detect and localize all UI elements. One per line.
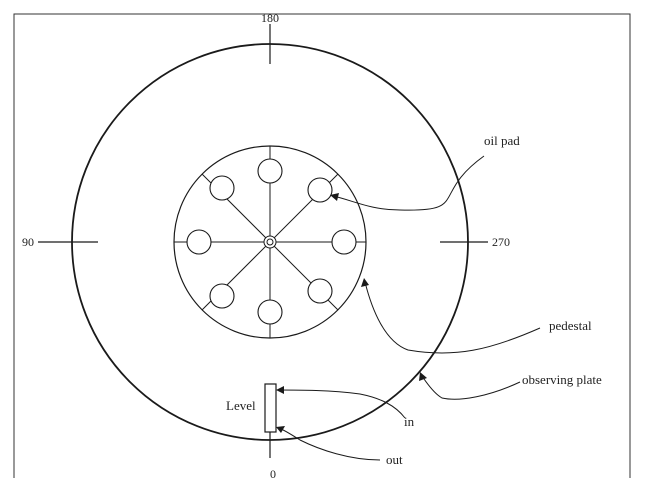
- oil-pad: [257, 158, 283, 184]
- angle-label-left: 90: [22, 235, 34, 249]
- label-out: out: [386, 452, 403, 467]
- frame-border: [13, 13, 631, 478]
- arrowhead-oil-pad: [330, 193, 339, 201]
- label-pedestal: pedestal: [549, 318, 592, 333]
- oil-pad: [307, 278, 333, 304]
- oil-pad: [307, 177, 333, 203]
- leader-oil-pad: [332, 155, 485, 211]
- arrowhead-out: [276, 426, 285, 433]
- level-gauge: [264, 383, 277, 433]
- oil-pad: [186, 229, 212, 255]
- arrowhead-in: [276, 386, 284, 394]
- oil-pad: [331, 229, 357, 255]
- arrowhead-pedestal: [361, 278, 369, 287]
- oil-pads: [186, 158, 357, 325]
- label-level: Level: [226, 398, 256, 413]
- label-oil-pad: oil pad: [484, 133, 520, 148]
- angle-label-bottom: 0: [270, 467, 276, 481]
- leader-lines: [277, 155, 541, 461]
- angle-label-right: 270: [492, 235, 510, 249]
- center-hub-inner: [266, 238, 274, 246]
- label-in: in: [404, 414, 415, 429]
- oil-pad: [209, 283, 235, 309]
- label-observing-plate: observing plate: [522, 372, 602, 387]
- center-hub-outer: [263, 235, 277, 249]
- arrowheads: [276, 193, 427, 433]
- observing-plate-circle: [71, 43, 469, 441]
- leader-observing-plate: [421, 375, 521, 400]
- arrowhead-observing-plate: [419, 372, 427, 381]
- leader-out: [278, 427, 381, 461]
- oil-pad: [257, 299, 283, 325]
- oil-pad: [209, 175, 235, 201]
- leader-pedestal: [364, 281, 541, 354]
- angle-label-top: 180: [261, 11, 279, 25]
- leader-in: [277, 389, 406, 419]
